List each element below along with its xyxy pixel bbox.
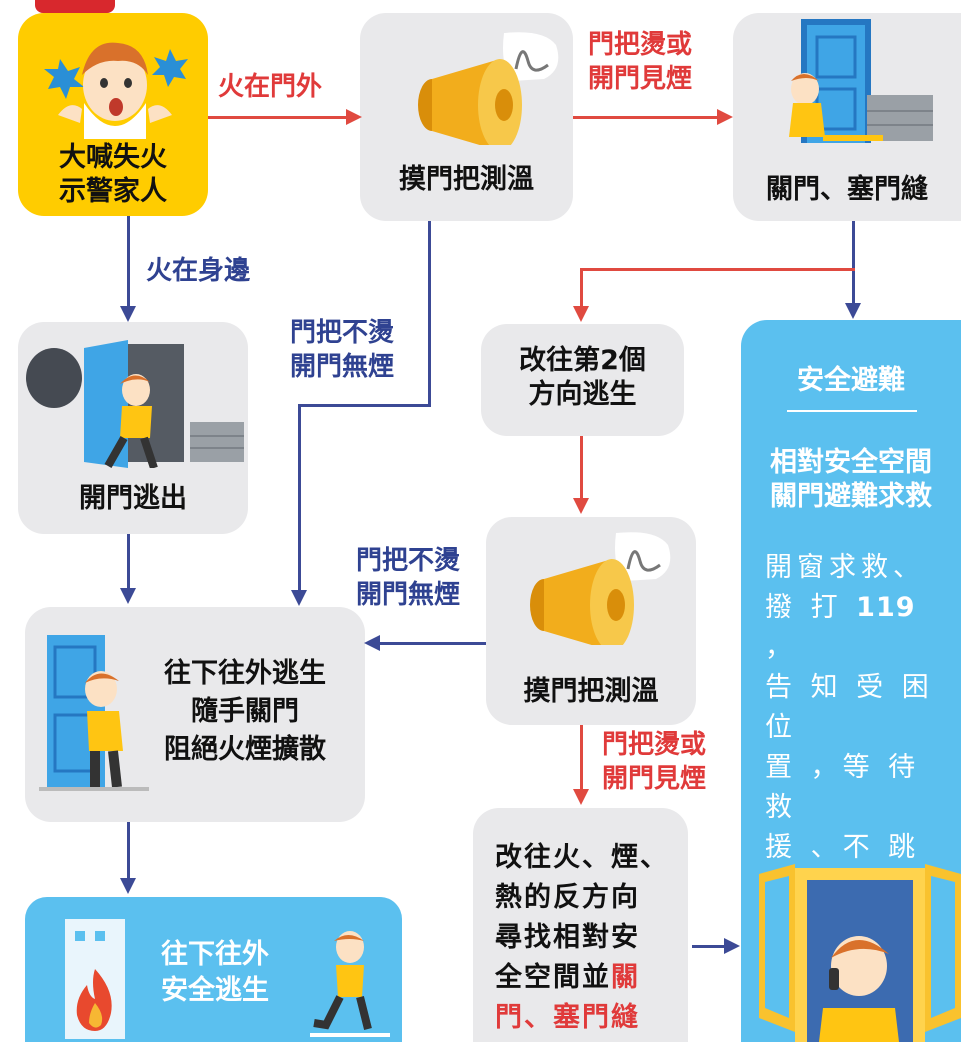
edge-hot-smoke-2 (580, 725, 583, 791)
door-handle-icon (530, 532, 671, 645)
node-open-escape: 開門逃出 (18, 322, 248, 534)
node-safe-exit: 往下往外 安全逃生 (25, 897, 402, 1042)
person-closing-door-icon (39, 635, 149, 791)
burning-building-icon (65, 919, 125, 1039)
node-close-door-label: 關門、塞門縫 (766, 174, 928, 205)
shelter-divider (787, 410, 917, 412)
node-opposite: 改往火、煙、 熱的反方向 尋找相對安 全空間並關 門、塞門縫 (473, 808, 688, 1042)
label-fire-nearby: 火在身邊 (146, 256, 251, 286)
edge-open-to-down (127, 534, 130, 590)
corner-tab (35, 0, 115, 13)
edge-not-hot-1-h (298, 404, 431, 407)
node-opposite-red: 關 門、塞門縫 (495, 962, 640, 1033)
edge-alt-to-touch2 (580, 436, 583, 500)
node-alt-direction: 改往第2個 方向逃生 (481, 324, 684, 436)
edge-not-hot-1-v (298, 404, 301, 592)
arrowhead (120, 878, 136, 894)
arrowhead (346, 109, 362, 125)
node-opposite-label: 改往火、煙、 熱的反方向 尋找相對安 全空間並關 門、塞門縫 (495, 838, 670, 1038)
edge-down-to-safe (127, 822, 130, 880)
shelter-title: 安全避難 (797, 365, 905, 396)
shouting-person-icon (44, 42, 188, 139)
escaping-person-icon (26, 340, 244, 468)
node-down-out: 往下往外逃生 隨手關門 阻絕火煙擴散 (25, 607, 365, 822)
arrowhead (573, 498, 589, 514)
shelter-subtitle: 相對安全空間 關門避難求救 (770, 447, 932, 512)
shelter-detail-119: 119 (856, 592, 916, 623)
node-touch-handle-2: 摸門把測溫 (486, 517, 696, 725)
node-touch-handle-2-label: 摸門把測溫 (523, 676, 659, 707)
node-alt-direction-label: 改往第2個 方向逃生 (519, 345, 646, 410)
label-hot-smoke-2: 門把燙或 開門見煙 (602, 730, 707, 794)
edge-close-down (852, 221, 855, 305)
arrowhead (845, 303, 861, 319)
edge-fire-nearby (127, 216, 130, 308)
closing-door-icon (789, 19, 933, 143)
edge-opposite-to-shelter (692, 945, 726, 948)
label-fire-outside: 火在門外 (218, 72, 323, 102)
person-at-window-calling-icon (759, 864, 961, 1042)
running-person-icon (310, 931, 390, 1037)
door-handle-icon (418, 32, 559, 145)
arrowhead (573, 789, 589, 805)
arrowhead (717, 109, 733, 125)
label-not-hot-1: 門把不燙 開門無煙 (290, 318, 395, 382)
edge-fire-outside (208, 116, 348, 119)
node-touch-handle-1-label: 摸門把測溫 (399, 164, 534, 195)
arrowhead (291, 590, 307, 606)
node-down-out-label: 往下往外逃生 隨手關門 阻絕火煙擴散 (164, 658, 326, 765)
edge-hot-smoke-1 (573, 116, 719, 119)
node-opposite-text: 改往火、煙、 熱的反方向 尋找相對安 全空間並 (495, 842, 669, 993)
label-hot-smoke-1: 門把燙或 開門見煙 (588, 30, 693, 94)
node-shelter: 安全避難 相對安全空間 關門避難求救 開窗求救、 撥 打 119 ， 告 知 受… (741, 320, 961, 1042)
edge-not-hot-1 (428, 221, 431, 407)
node-close-door: 關門、塞門縫 (733, 13, 961, 221)
shelter-detail-a: 開窗求救、 撥 打 (765, 552, 925, 623)
arrowhead (120, 588, 136, 604)
arrowhead (724, 938, 740, 954)
node-shout: 大喊失火 示警家人 (18, 13, 208, 216)
node-safe-exit-label: 往下往外 安全逃生 (161, 939, 269, 1006)
arrowhead (120, 306, 136, 322)
node-open-escape-label: 開門逃出 (79, 483, 187, 514)
label-not-hot-2: 門把不燙 開門無煙 (356, 546, 461, 610)
edge-close-to-alt-v (580, 268, 583, 308)
edge-close-to-alt-h (580, 268, 855, 271)
node-shout-label: 大喊失火 示警家人 (59, 142, 167, 207)
edge-not-hot-2 (380, 642, 486, 645)
arrowhead (573, 306, 589, 322)
node-touch-handle-1: 摸門把測溫 (360, 13, 573, 221)
arrowhead (364, 635, 380, 651)
